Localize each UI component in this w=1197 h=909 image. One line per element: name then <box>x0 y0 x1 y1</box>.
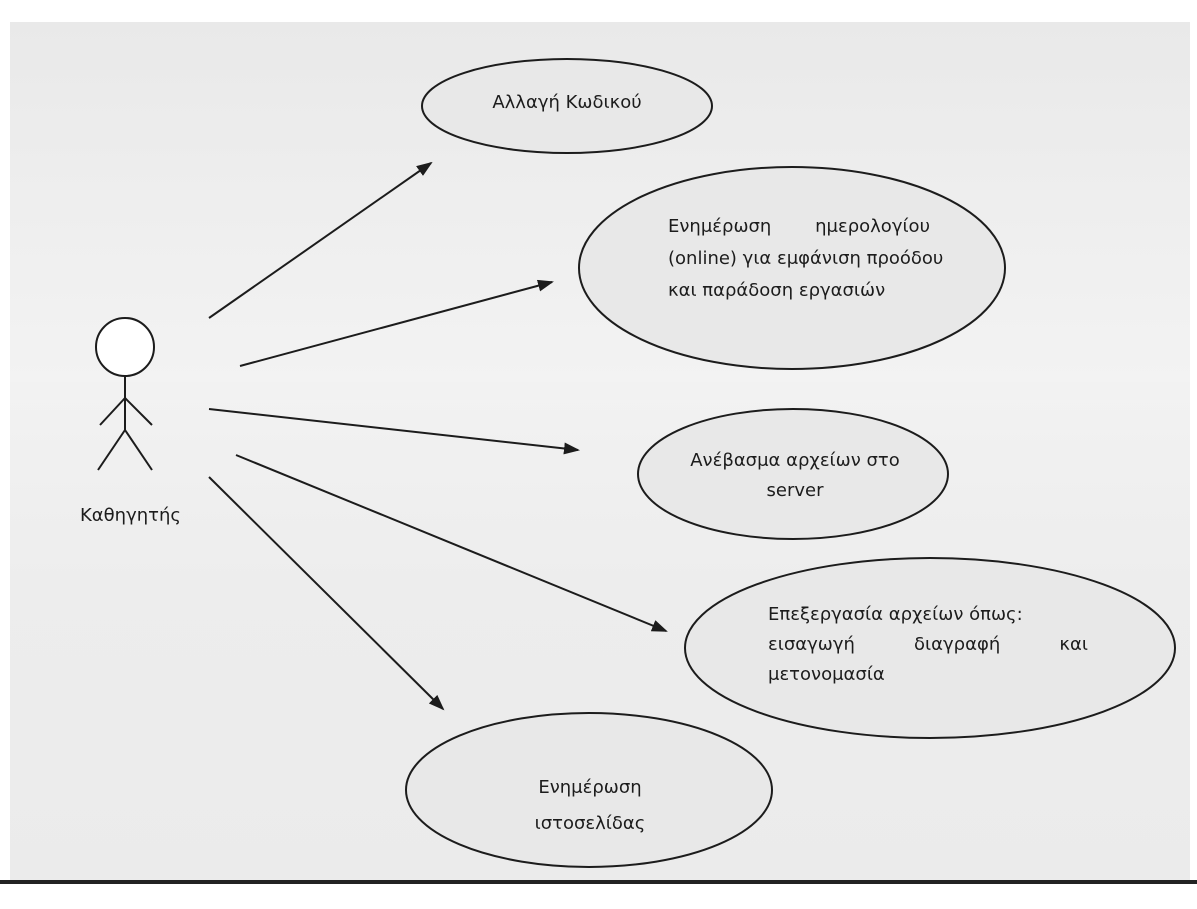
usecase-edit-files-ellipse <box>684 557 1176 739</box>
usecase-website-update-label: Ενημέρωση ιστοσελίδας <box>490 770 690 842</box>
actor-right-leg <box>124 429 153 471</box>
arrow-to-change-password <box>208 161 433 319</box>
website-update-line2: ιστοσελίδας <box>534 813 646 834</box>
actor-left-arm <box>99 397 126 426</box>
usecase-calendar-update-label: Ενημέρωση ημερολογίου (online) για εμφάν… <box>668 211 944 307</box>
edit-files-line1: Επεξεργασία αρχείων όπως: <box>768 600 1088 630</box>
arrow-to-calendar-update <box>239 279 554 367</box>
usecase-upload-files-ellipse <box>637 408 949 540</box>
usecase-edit-files-label: Επεξεργασία αρχείων όπως: εισαγωγή διαγρ… <box>768 600 1088 690</box>
change-password-text: Αλλαγή Κωδικού <box>492 92 642 113</box>
edit-files-line1-text: Επεξεργασία αρχείων όπως: <box>768 604 1023 625</box>
arrow-to-edit-files <box>235 454 668 632</box>
edit-files-word-insert: εισαγωγή <box>768 634 855 655</box>
upload-files-line2: server <box>766 480 824 501</box>
arrow-to-upload-files <box>208 408 580 455</box>
upload-files-line1: Ανέβασμα αρχείων στο <box>690 450 900 471</box>
usecase-change-password-label: Αλλαγή Κωδικού <box>442 90 692 116</box>
usecase-upload-files-label: Ανέβασμα αρχείων στο server <box>665 446 925 506</box>
usecase-calendar-update-ellipse <box>578 166 1006 370</box>
website-update-line1: Ενημέρωση <box>538 777 642 798</box>
actor-head <box>95 317 155 377</box>
edit-files-line3: μετονομασία <box>768 664 885 685</box>
actor-label: Καθηγητής <box>80 505 181 526</box>
calendar-update-line3: και παράδοση εργασιών <box>668 280 886 301</box>
edit-files-word-delete: διαγραφή <box>914 634 1001 655</box>
calendar-update-word-1: Ενημέρωση <box>668 216 772 237</box>
actor-right-arm <box>124 397 153 426</box>
actor-figure <box>95 317 155 471</box>
actor-left-leg <box>97 429 126 471</box>
calendar-update-line1: Ενημέρωση ημερολογίου <box>668 211 930 243</box>
bottom-rule <box>0 880 1197 884</box>
usecase-change-password-ellipse <box>421 58 713 154</box>
calendar-update-line2: (online) για εμφάνιση προόδου <box>668 248 944 269</box>
arrow-to-website-update <box>208 476 445 711</box>
edit-files-line2: εισαγωγή διαγραφή και <box>768 630 1088 660</box>
usecase-website-update-ellipse <box>405 712 773 868</box>
edit-files-word-and: και <box>1059 634 1088 655</box>
calendar-update-word-2: ημερολογίου <box>815 216 930 237</box>
